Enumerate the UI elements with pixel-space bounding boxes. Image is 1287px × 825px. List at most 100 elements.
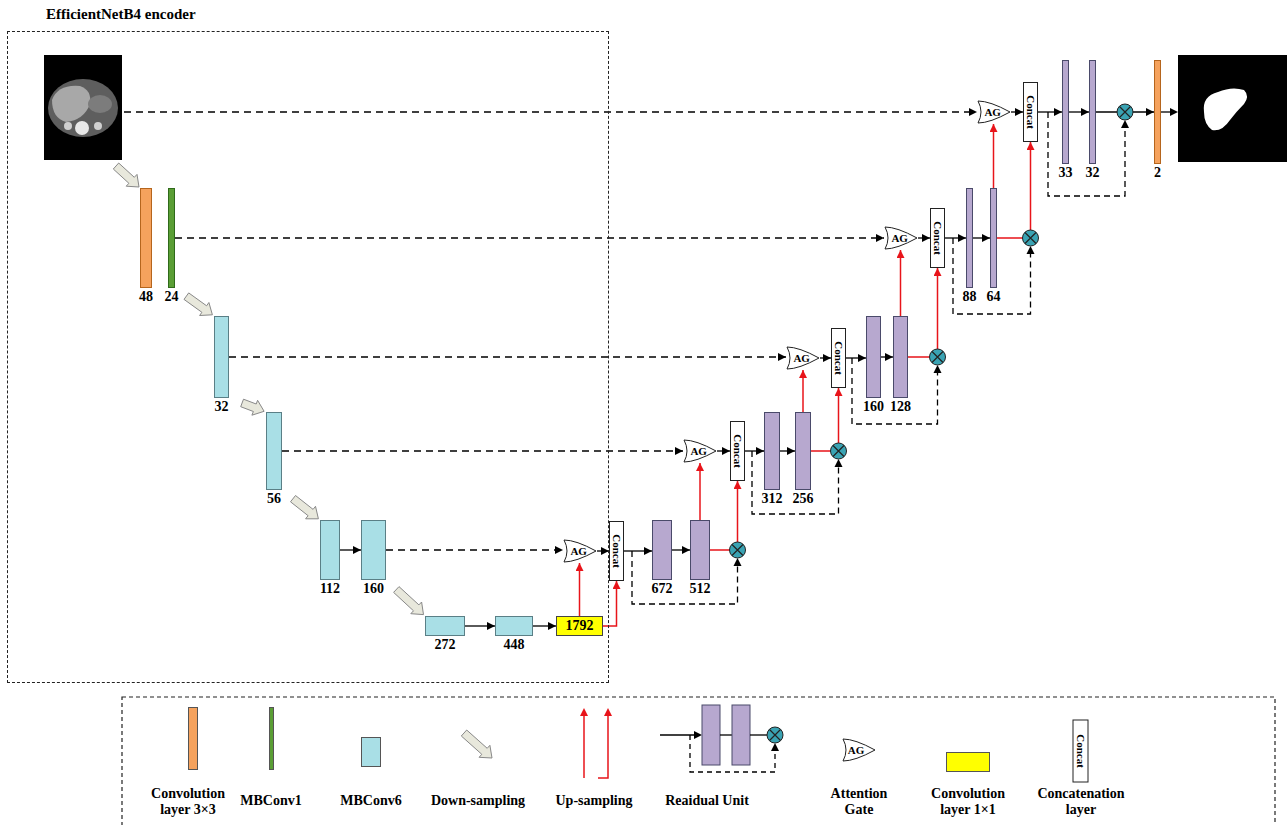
legend-swatch bbox=[361, 737, 381, 767]
arrow-heads bbox=[734, 120, 1130, 566]
gate-label: AG bbox=[690, 445, 707, 457]
sum-circle bbox=[1117, 104, 1133, 120]
sum-circle bbox=[1023, 230, 1039, 246]
down-sampling-arrow bbox=[291, 496, 319, 519]
concat-label: Concat bbox=[1025, 95, 1037, 129]
channel-count: 32 bbox=[215, 399, 229, 415]
down-sampling-arrow bbox=[184, 293, 212, 316]
liver-mask bbox=[1204, 88, 1247, 130]
attention-gate: AG bbox=[977, 100, 1011, 124]
residual-shortcut bbox=[632, 551, 738, 604]
ct-spine bbox=[75, 121, 89, 135]
residual-icon-line bbox=[720, 734, 732, 735]
skip-connection bbox=[229, 356, 786, 357]
legend-label: MBConv1 bbox=[211, 793, 331, 809]
up-sampling-arrow bbox=[710, 481, 738, 550]
region-title: EfficientNetB4 encoder bbox=[46, 6, 196, 23]
channel-count: 1792 bbox=[566, 618, 594, 634]
flow-arrow bbox=[1069, 111, 1089, 112]
up-sampling-arrow bbox=[802, 370, 804, 412]
arrow-head bbox=[694, 731, 702, 739]
attention-gate-outline bbox=[978, 101, 1010, 123]
up-sampling-arrow bbox=[579, 563, 581, 616]
legend-label: Reaidual Unit bbox=[642, 793, 772, 809]
residual-icon-line bbox=[660, 734, 698, 735]
sum-cross bbox=[770, 730, 781, 741]
flow-arrow bbox=[881, 356, 893, 357]
down-sampling-arrow bbox=[241, 399, 264, 415]
legend-label: Up-sampling bbox=[534, 793, 654, 809]
residual-icon-shortcut bbox=[690, 735, 775, 772]
skip-connection bbox=[386, 549, 563, 550]
arrow-head bbox=[969, 108, 977, 116]
attention-gate-icon bbox=[843, 739, 875, 761]
attention-gate: AG bbox=[786, 346, 820, 370]
gate-label: AG bbox=[984, 106, 1001, 118]
channel-count: 312 bbox=[762, 491, 783, 507]
legend-label: Convolution layer 3×3 bbox=[138, 786, 238, 818]
encoder-block: 448 bbox=[495, 616, 533, 636]
sum-circle bbox=[767, 727, 783, 743]
arrow-head bbox=[934, 365, 942, 373]
residual-conv-bar: 312 bbox=[764, 412, 780, 490]
concat-label: Concat bbox=[732, 434, 744, 468]
skip-connection bbox=[175, 237, 884, 238]
ct-stomach bbox=[88, 95, 112, 113]
channel-count: 48 bbox=[139, 289, 153, 305]
residual-conv-bar: 32 bbox=[1089, 60, 1096, 164]
residual-conv-bar: 160 bbox=[866, 316, 881, 398]
channel-count: 32 bbox=[1086, 165, 1100, 181]
down-sampling-arrow bbox=[394, 587, 424, 615]
sum-node bbox=[1117, 104, 1133, 120]
legend-label: Convolution layer 1×1 bbox=[918, 786, 1018, 818]
conv1x1-block: 1792 bbox=[556, 616, 603, 636]
sum-cross bbox=[1120, 107, 1131, 118]
channel-count: 512 bbox=[690, 581, 711, 597]
flow-arrow bbox=[672, 549, 690, 550]
arrow-head bbox=[604, 708, 612, 716]
arrow-head bbox=[771, 743, 779, 751]
sum-cross bbox=[1025, 233, 1036, 244]
ct-kidney bbox=[64, 122, 72, 130]
residual-conv-bar: 256 bbox=[795, 412, 811, 490]
channel-count: 160 bbox=[363, 581, 384, 597]
up-sampling-icon bbox=[583, 714, 585, 778]
attention-gate-outline bbox=[885, 227, 917, 249]
residual-icon-bar bbox=[732, 705, 750, 765]
legend-swatch bbox=[269, 707, 274, 770]
up-sampling-arrow bbox=[603, 581, 617, 626]
legend-frame bbox=[122, 697, 1275, 825]
up-sampling-arrow bbox=[900, 250, 902, 316]
encoder-block: 2 bbox=[1154, 60, 1161, 164]
encoder-block: 56 bbox=[266, 412, 282, 490]
channel-count: 88 bbox=[963, 289, 977, 305]
up-sampling-arrow bbox=[993, 124, 995, 188]
legend-icon-label: Concat bbox=[1075, 734, 1087, 768]
sum-node bbox=[730, 542, 746, 558]
arrow-head bbox=[580, 708, 588, 716]
encoder-block: 112 bbox=[320, 520, 340, 580]
residual-shortcut bbox=[1048, 112, 1125, 196]
skip-connection bbox=[282, 450, 683, 451]
ct-body bbox=[48, 79, 118, 137]
encoder-block: 160 bbox=[361, 520, 386, 580]
channel-count: 272 bbox=[435, 637, 456, 653]
sum-node bbox=[767, 727, 783, 743]
concat-label: Concat bbox=[611, 534, 623, 568]
legend-swatch bbox=[188, 707, 198, 770]
attention-gate: AG bbox=[884, 226, 918, 250]
channel-count: 56 bbox=[267, 491, 281, 507]
sum-circle bbox=[730, 542, 746, 558]
residual-conv-bar: 128 bbox=[893, 316, 908, 398]
flow-arrow bbox=[624, 550, 652, 551]
concat-label: Concat bbox=[932, 221, 944, 255]
gate-label: AG bbox=[793, 352, 810, 364]
flow-arrow bbox=[820, 357, 831, 358]
sum-node bbox=[930, 349, 946, 365]
channel-count: 256 bbox=[793, 491, 814, 507]
flow-arrow bbox=[780, 450, 795, 451]
gate-label: AG bbox=[570, 545, 587, 557]
flow-arrow bbox=[945, 237, 966, 238]
channel-count: 24 bbox=[165, 289, 179, 305]
up-sampling-arrow bbox=[699, 463, 701, 520]
